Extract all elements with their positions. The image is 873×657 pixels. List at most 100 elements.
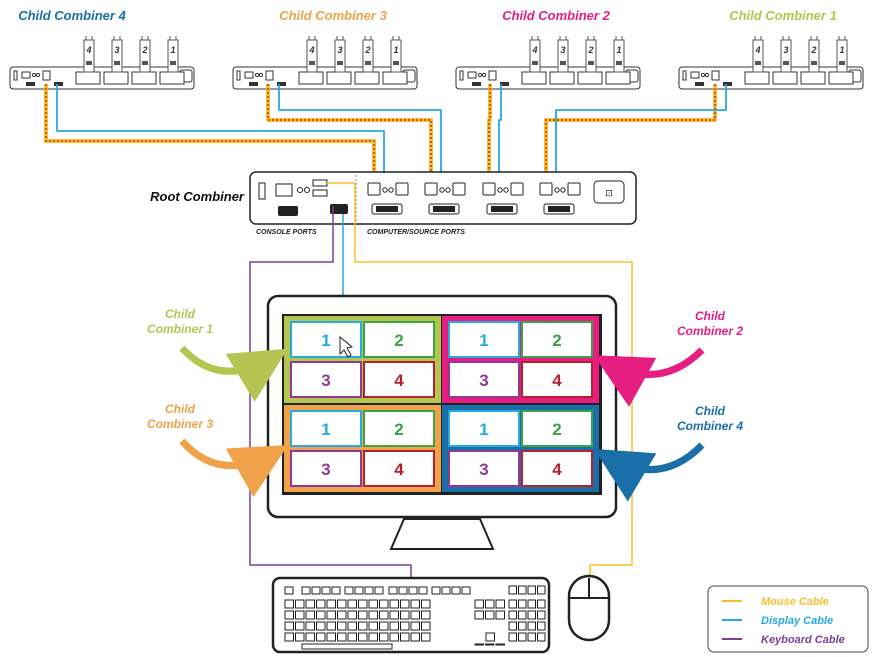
root-port-usb-3 [482,182,496,196]
root-port-usb-2 [424,182,438,196]
kvm-cable-cc4 [44,84,376,184]
port-number-cc1-2: 2 [810,45,816,55]
root-combiner-label: Root Combiner [150,189,245,204]
arrow-cc3 [179,438,289,498]
screen-window-number-cc2-4: 4 [552,371,562,390]
child-combiner-4-title: Child Combiner 4 [18,8,126,23]
mouse-cursor-icon [339,335,354,358]
side-label-cc3-line1: Child [165,402,196,416]
screen-window-number-cc4-3: 3 [479,460,488,479]
kvm-cable-cc3 [266,84,433,184]
kvm-cable-cc1 [544,84,717,184]
screen-window-number-cc3-2: 2 [394,420,403,439]
side-label-cc1-line2: Combiner 1 [147,322,213,336]
port-number-cc3-4: 4 [308,45,314,55]
port-number-cc3-2: 2 [364,45,370,55]
root-combiner-device: ⊡ [249,171,637,225]
screen-window-number-cc2-3: 3 [479,371,488,390]
screen-window-cc4-4 [521,450,593,487]
port-number-cc2-3: 3 [560,45,565,55]
screen-window-cc2-2 [521,321,593,358]
display-cable-cc2 [498,84,502,205]
port-number-cc2-2: 2 [587,45,593,55]
screen-quadrant-cc2: 1 2 3 4 [442,316,599,403]
legend-mouse-label: Mouse Cable [761,596,829,608]
port-number-cc1-3: 3 [783,45,788,55]
keyboard-cable [249,206,412,578]
legend-keyboard-label: Keyboard Cable [761,634,845,646]
side-label-cc2-line1: Child [695,309,726,323]
port-number-cc1-4: 4 [754,45,760,55]
side-label-cc4-line2: Combiner 4 [677,419,743,433]
computer-ports-label: COMPUTER/SOURCE PORTS [367,229,465,236]
screen-window-cc3-3 [290,450,362,487]
screen-window-number-cc4-2: 2 [552,420,561,439]
screen-window-number-cc1-1: 1 [321,331,330,350]
kvm-cable-stripe-cc4 [45,84,375,184]
screen-window-cc2-1 [448,321,520,358]
legend-display-label: Display Cable [761,615,833,627]
screen-window-cc3-4 [363,450,435,487]
side-label-cc4-line1: Child [695,404,726,418]
screen-window-number-cc4-4: 4 [552,460,562,479]
svg-text:⊡: ⊡ [605,189,613,199]
screen-quadrant-cc1: 1 2 3 4 [284,316,441,403]
screen-window-cc1-4 [363,361,435,398]
screen-window-number-cc3-4: 4 [394,460,404,479]
port-number-cc4-2: 2 [141,45,147,55]
screen-window-number-cc1-2: 2 [394,331,403,350]
display-cable-cc3 [278,84,442,205]
mouse-cable [327,182,633,578]
child-combiner-device-cc3: 4 3 2 1 [232,36,418,90]
arrow-cc2 [593,347,705,407]
arrow-cc1 [179,345,288,402]
child-combiner-device-cc2: 4 3 2 1 [455,36,641,90]
port-number-cc4-4: 4 [85,45,91,55]
keyboard-spacebar [301,643,393,650]
screen-window-cc1-3 [290,361,362,398]
side-label-cc3-line2: Combiner 3 [147,417,213,431]
keyboard [271,576,551,654]
side-label-cc1-line1: Child [165,307,196,321]
port-number-cc4-1: 1 [170,45,175,55]
screen-window-cc2-4 [521,361,593,398]
screen-window-number-cc1-4: 4 [394,371,404,390]
screen-window-number-cc2-2: 2 [552,331,561,350]
port-number-cc4-3: 3 [114,45,119,55]
screen-quadrant-cc3: 1 2 3 4 [284,405,441,492]
kvm-cable-stripe-cc1 [545,84,716,184]
kvm-cable-stripe-cc2 [488,84,491,184]
root-port-usb-4 [539,182,553,196]
child-combiner-3-title: Child Combiner 3 [279,8,387,23]
port-number-cc3-3: 3 [337,45,342,55]
screen-quadrant-cc4: 1 2 3 4 [442,405,599,492]
mouse [567,574,611,642]
screen-window-number-cc2-1: 1 [479,331,488,350]
side-label-cc2-line2: Combiner 2 [677,324,743,338]
legend: Mouse Cable Display Cable Keyboard Cable [707,585,869,653]
display-cable-cc4 [56,84,385,205]
screen-window-number-cc4-1: 1 [479,420,488,439]
child-combiner-2-title: Child Combiner 2 [502,8,610,23]
child-combiner-device-cc1: 4 3 2 1 [678,36,864,90]
port-number-cc2-1: 1 [616,45,621,55]
kvm-cable-stripe-cc3 [267,84,432,184]
screen-window-cc2-3 [448,361,520,398]
screen-window-cc4-2 [521,410,593,447]
screen-window-cc3-2 [363,410,435,447]
port-number-cc1-1: 1 [839,45,844,55]
arrow-cc4 [593,442,705,502]
child-combiner-1-title: Child Combiner 1 [729,8,837,23]
console-ports-label: CONSOLE PORTS [256,229,317,236]
display-cable-cc1 [555,84,727,205]
root-port-usb-1 [367,182,381,196]
screen-window-number-cc3-3: 3 [321,460,330,479]
screen-window-number-cc1-3: 3 [321,371,330,390]
port-number-cc3-1: 1 [393,45,398,55]
screen-window-cc4-1 [448,410,520,447]
port-number-cc2-4: 4 [531,45,537,55]
screen-window-number-cc3-1: 1 [321,420,330,439]
child-combiner-device-cc4: 4 3 2 1 [9,36,195,90]
